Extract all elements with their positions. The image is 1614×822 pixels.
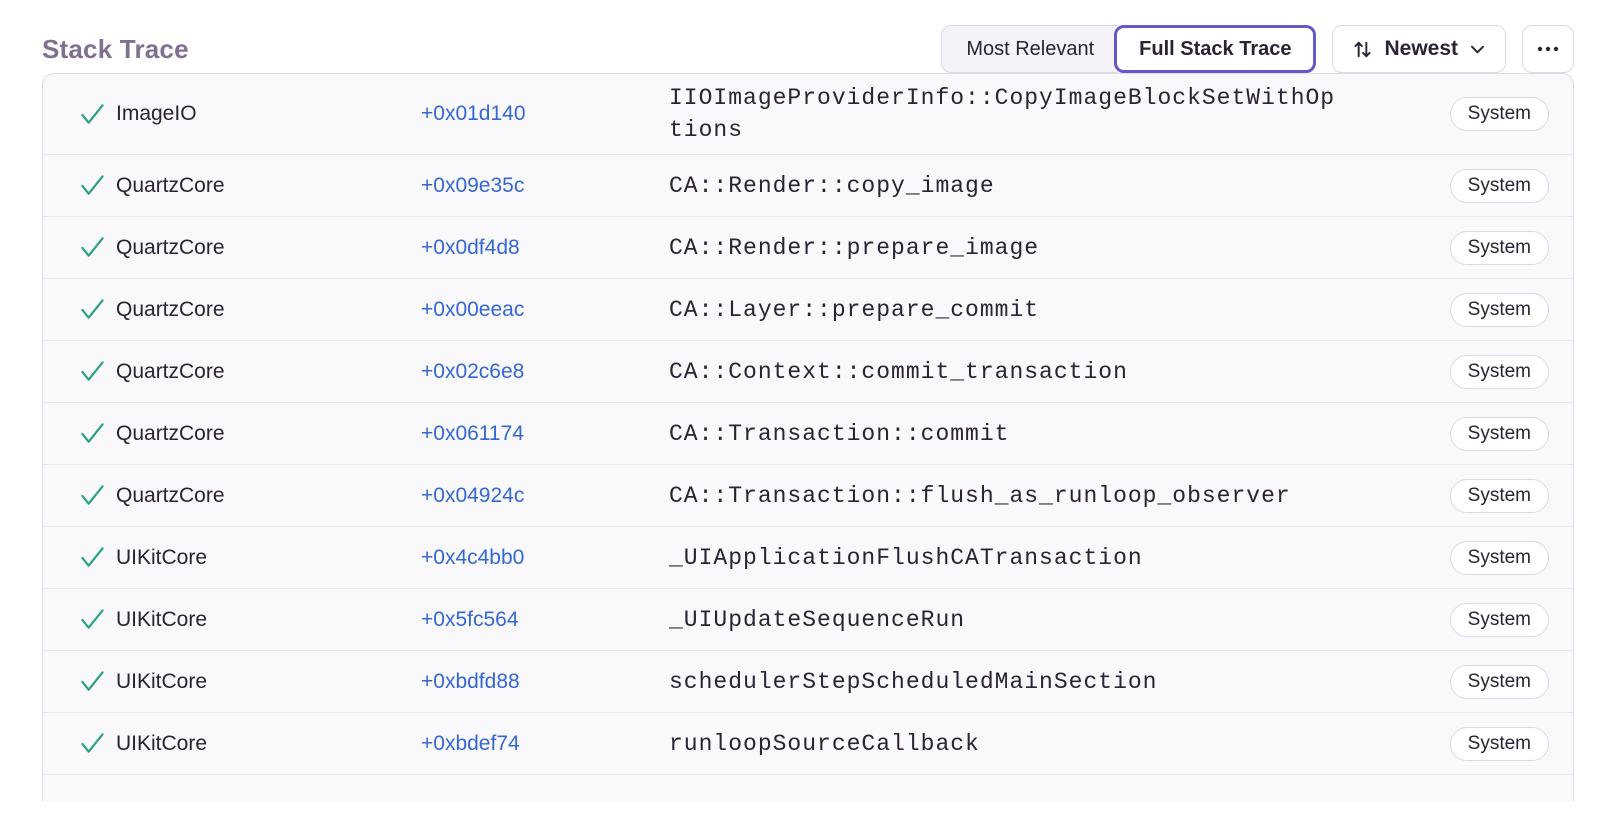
frame-function: CA::Transaction::commit bbox=[669, 420, 1010, 447]
stack-frame-row[interactable]: QuartzCore +0x0df4d8 CA::Render::prepare… bbox=[43, 216, 1573, 278]
stack-frame-row[interactable]: UIKitCore +0xbdfd88 schedulerStepSchedul… bbox=[43, 650, 1573, 712]
frame-system-badge: System bbox=[1449, 726, 1549, 761]
frame-system-badge: System bbox=[1449, 664, 1549, 699]
ellipsis-icon bbox=[1535, 36, 1561, 62]
stack-trace-header: Stack Trace Most Relevant Full Stack Tra… bbox=[0, 0, 1614, 73]
stack-frame-row[interactable]: ImageIO +0x01d140 IIOImageProviderInfo::… bbox=[43, 74, 1573, 154]
frame-address-link[interactable]: +0xbdfd88 bbox=[421, 669, 520, 693]
frame-address-link[interactable]: +0xbdef74 bbox=[421, 731, 520, 755]
frame-address-link[interactable]: +0x5fc564 bbox=[421, 607, 519, 631]
header-controls: Most Relevant Full Stack Trace Newest bbox=[941, 25, 1574, 73]
frame-module: QuartzCore bbox=[116, 297, 225, 321]
frame-function: schedulerStepScheduledMainSection bbox=[669, 668, 1158, 695]
frame-address-link[interactable]: +0x02c6e8 bbox=[421, 359, 525, 383]
sort-arrows-icon bbox=[1351, 38, 1374, 61]
next-frame-partial bbox=[43, 774, 1573, 802]
frame-module: QuartzCore bbox=[116, 173, 225, 197]
stack-trace-panel: ImageIO +0x01d140 IIOImageProviderInfo::… bbox=[42, 73, 1574, 802]
frame-system-badge: System bbox=[1449, 478, 1549, 513]
frame-system-badge: System bbox=[1449, 292, 1549, 327]
frame-address-link[interactable]: +0x0df4d8 bbox=[421, 235, 520, 259]
check-icon bbox=[69, 359, 116, 384]
stack-frame-row[interactable]: UIKitCore +0x5fc564 _UIUpdateSequenceRun… bbox=[43, 588, 1573, 650]
frame-system-badge: System bbox=[1449, 602, 1549, 637]
frame-address-link[interactable]: +0x01d140 bbox=[421, 102, 526, 125]
check-icon bbox=[69, 669, 116, 694]
stack-frame-row[interactable]: QuartzCore +0x04924c CA::Transaction::fl… bbox=[43, 464, 1573, 526]
frame-function: _UIApplicationFlushCATransaction bbox=[669, 544, 1143, 571]
chevron-down-icon bbox=[1468, 40, 1487, 59]
frame-system-badge: System bbox=[1449, 168, 1549, 203]
frame-function: CA::Render::prepare_image bbox=[669, 234, 1040, 261]
frame-function: runloopSourceCallback bbox=[669, 730, 980, 757]
check-icon bbox=[69, 421, 116, 446]
frame-address-link[interactable]: +0x061174 bbox=[421, 421, 524, 445]
check-icon bbox=[69, 545, 116, 570]
frame-system-badge: System bbox=[1449, 97, 1549, 131]
frame-function: CA::Transaction::flush_as_runloop_observ… bbox=[669, 482, 1291, 509]
check-icon bbox=[69, 731, 116, 756]
stack-frame-row[interactable]: QuartzCore +0x02c6e8 CA::Context::commit… bbox=[43, 340, 1573, 402]
check-icon bbox=[69, 173, 116, 198]
stack-frame-row[interactable]: QuartzCore +0x09e35c CA::Render::copy_im… bbox=[43, 154, 1573, 216]
frame-module: QuartzCore bbox=[116, 421, 225, 445]
stack-frame-row[interactable]: UIKitCore +0x4c4bb0 _UIApplicationFlushC… bbox=[43, 526, 1573, 588]
frame-module: ImageIO bbox=[116, 102, 197, 125]
page-title: Stack Trace bbox=[42, 33, 189, 64]
check-icon bbox=[69, 297, 116, 322]
frame-module: UIKitCore bbox=[116, 731, 208, 755]
stack-frame-row[interactable]: QuartzCore +0x00eeac CA::Layer::prepare_… bbox=[43, 278, 1573, 340]
toggle-option-most-relevant[interactable]: Most Relevant bbox=[941, 25, 1119, 73]
check-icon bbox=[69, 235, 116, 260]
stack-frame-row[interactable]: UIKitCore +0xbdef74 runloopSourceCallbac… bbox=[43, 712, 1573, 774]
frame-function: IIOImageProviderInfo::CopyImageBlockSetW… bbox=[669, 85, 1336, 143]
toggle-option-full-stack-trace[interactable]: Full Stack Trace bbox=[1114, 25, 1317, 73]
frame-system-badge: System bbox=[1449, 540, 1549, 575]
sort-button-label: Newest bbox=[1384, 37, 1458, 60]
frame-address-link[interactable]: +0x09e35c bbox=[421, 173, 525, 197]
frame-module: UIKitCore bbox=[116, 669, 208, 693]
frame-address-link[interactable]: +0x04924c bbox=[421, 483, 525, 507]
frame-module: QuartzCore bbox=[116, 235, 225, 259]
frame-address-link[interactable]: +0x4c4bb0 bbox=[421, 545, 525, 569]
frame-function: CA::Context::commit_transaction bbox=[669, 358, 1128, 385]
frame-function: CA::Render::copy_image bbox=[669, 172, 995, 199]
frame-address-link[interactable]: +0x00eeac bbox=[421, 297, 525, 321]
frame-system-badge: System bbox=[1449, 230, 1549, 265]
more-options-button[interactable] bbox=[1522, 25, 1574, 73]
frame-module: UIKitCore bbox=[116, 607, 208, 631]
frame-system-badge: System bbox=[1449, 416, 1549, 451]
frame-system-badge: System bbox=[1449, 354, 1549, 389]
check-icon bbox=[69, 607, 116, 632]
frame-module: QuartzCore bbox=[116, 359, 225, 383]
stack-frame-row[interactable]: QuartzCore +0x061174 CA::Transaction::co… bbox=[43, 402, 1573, 464]
frame-function: CA::Layer::prepare_commit bbox=[669, 296, 1040, 323]
frame-module: UIKitCore bbox=[116, 545, 208, 569]
view-toggle: Most Relevant Full Stack Trace bbox=[941, 25, 1317, 73]
frame-module: QuartzCore bbox=[116, 483, 225, 507]
check-icon bbox=[69, 102, 116, 127]
frame-function: _UIUpdateSequenceRun bbox=[669, 606, 966, 633]
sort-button[interactable]: Newest bbox=[1332, 25, 1506, 73]
check-icon bbox=[69, 483, 116, 508]
